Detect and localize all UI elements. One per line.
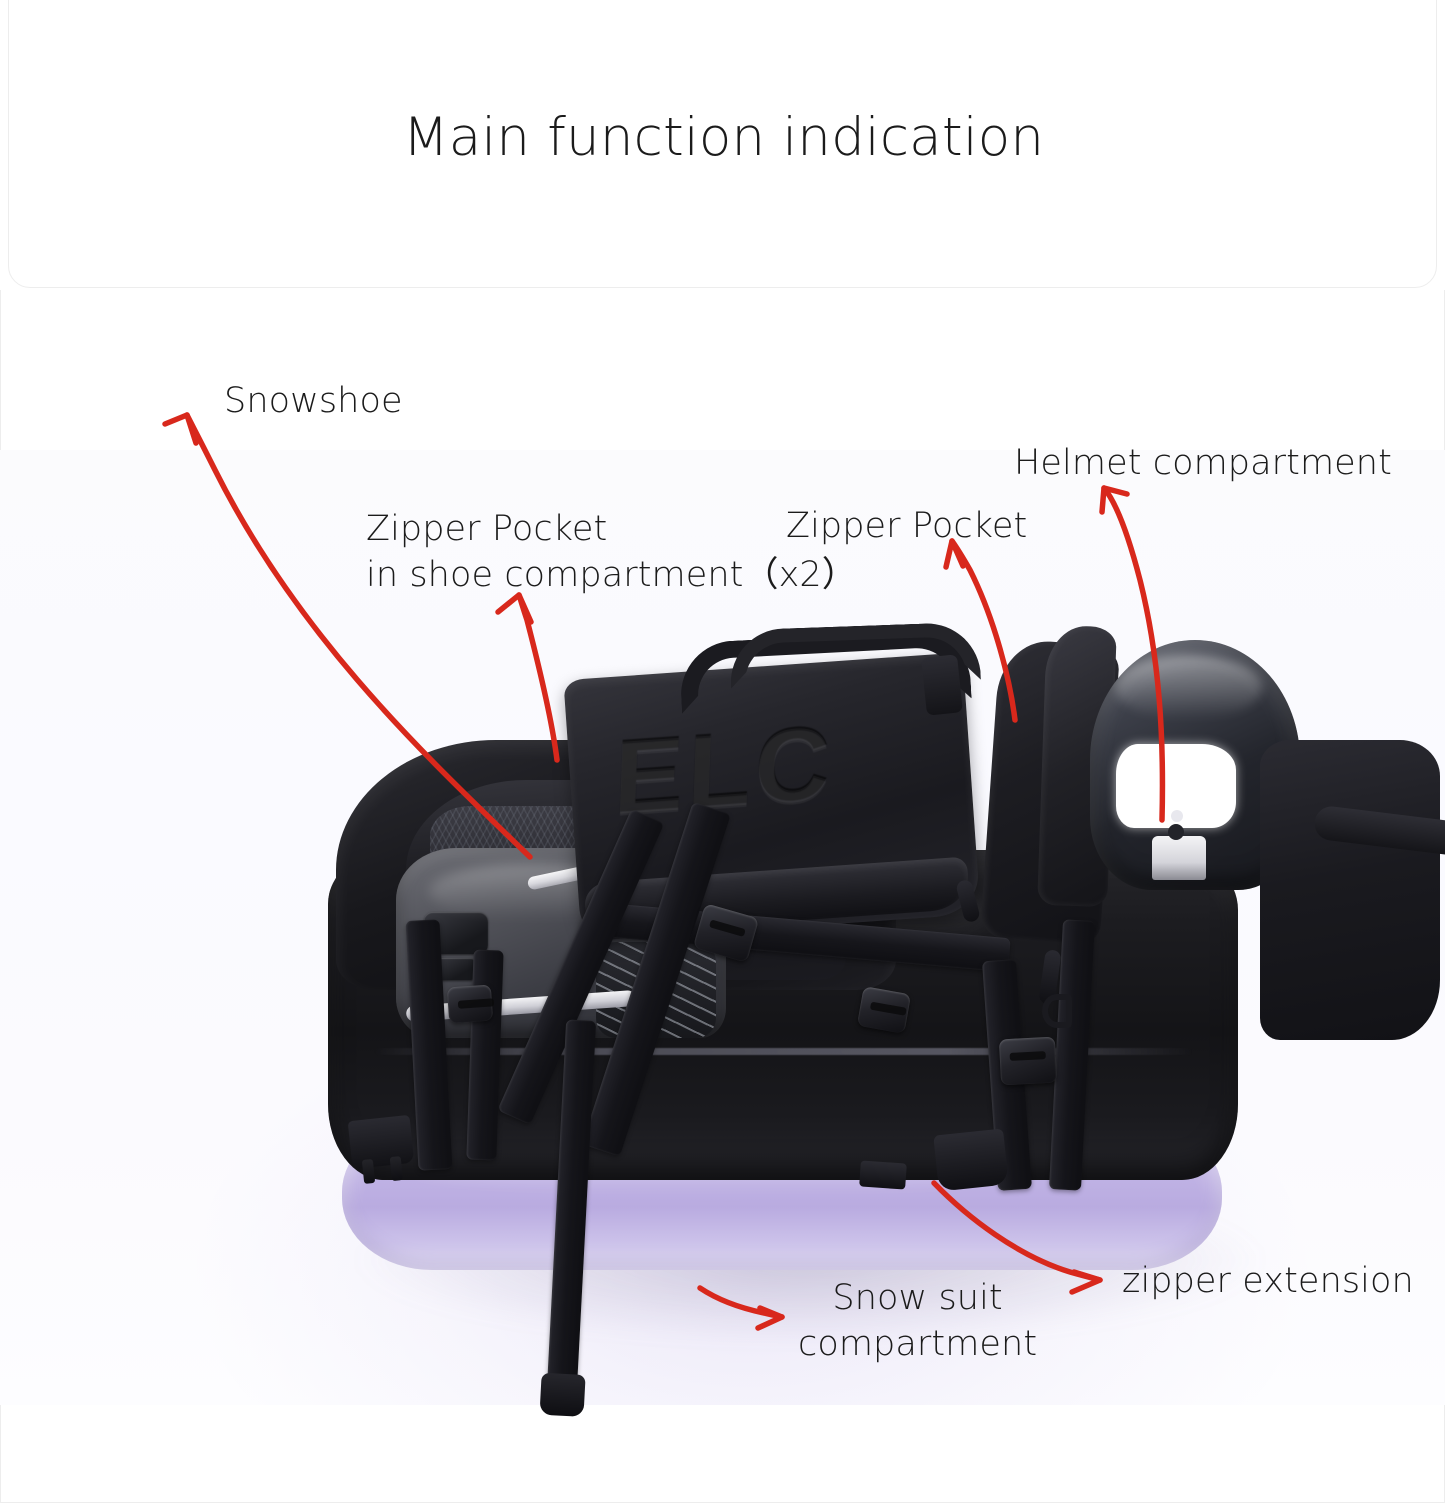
- d-ring: [1042, 994, 1072, 1028]
- strap-buckle-3: [998, 1036, 1058, 1086]
- page-title: Main function indication: [402, 107, 1045, 168]
- bag-right-wall: [1260, 740, 1440, 1040]
- zipper-extension-tab: [859, 1160, 907, 1190]
- strap-buckle-4: [446, 984, 494, 1024]
- product-photo-duffel-bag: ELC: [300, 620, 1445, 1411]
- sleeve-embossed-logo: ELC: [612, 705, 836, 838]
- boot-buckle-lower: [432, 958, 476, 980]
- handle-keeper: [921, 654, 963, 716]
- header-card: Main function indication: [8, 0, 1437, 288]
- helmet-gloss: [1115, 655, 1263, 720]
- bottom-clip-hooks: [347, 1114, 415, 1170]
- helmet-reflection: [1152, 824, 1206, 880]
- strap-buckle-2: [856, 986, 912, 1034]
- helmet-goggle-opening: [1116, 744, 1236, 828]
- zipper-extension-gusset: [933, 1128, 1009, 1192]
